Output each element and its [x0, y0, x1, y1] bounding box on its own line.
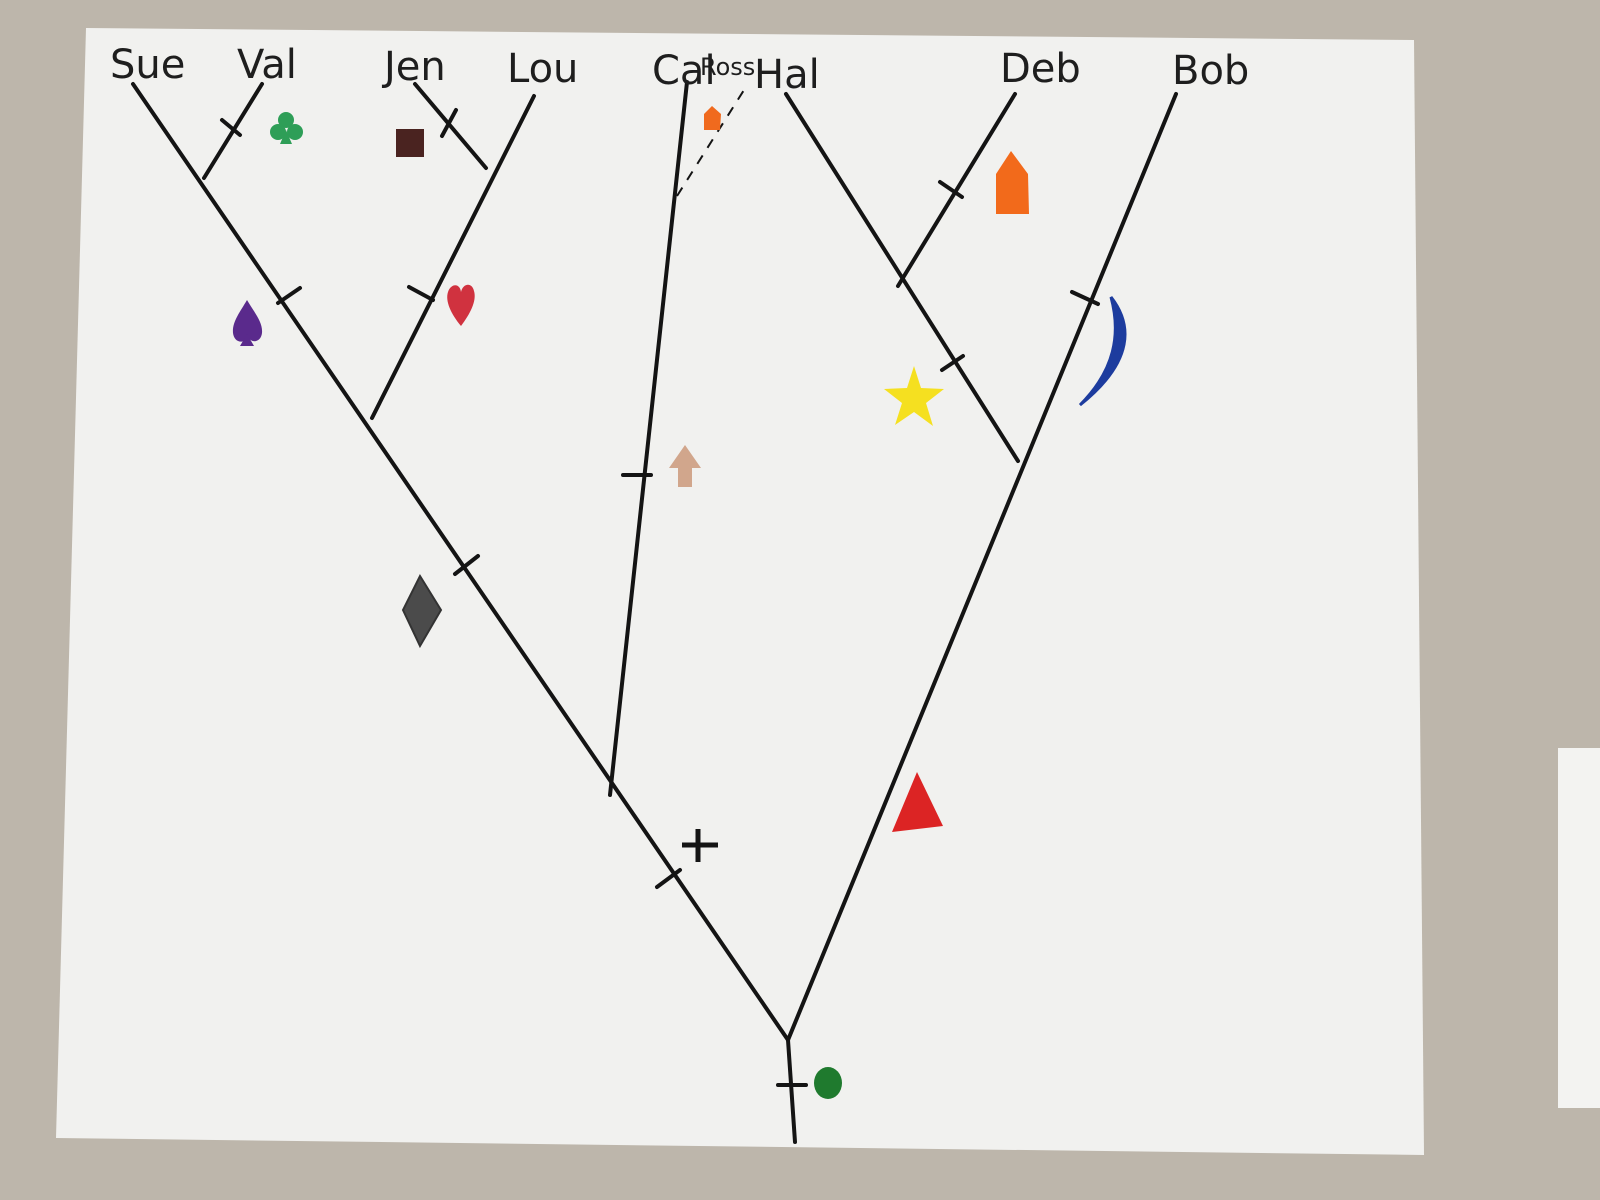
branch-to-lou [370, 94, 536, 420]
wall-paper-edge [1558, 748, 1600, 1108]
tick-star-branch [940, 354, 965, 372]
paper-sheet [56, 28, 1424, 1155]
tick-heart-branch [407, 285, 435, 302]
branch-to-jen [413, 82, 488, 170]
plus-sign-icon [682, 829, 718, 862]
red-triangle-icon [892, 772, 943, 832]
branch-root-to-sue [131, 82, 790, 1042]
tree-branches [131, 80, 1178, 1144]
gray-diamond-icon [401, 573, 443, 649]
leaf-label-lou: Lou [507, 46, 578, 92]
tick-square-branch [440, 108, 458, 138]
tick-spade-branch [276, 286, 302, 305]
branch-to-cal [608, 80, 689, 797]
leaf-label-val: Val [237, 42, 297, 88]
leaf-label-ross: Ross [700, 53, 755, 81]
leaf-label-cal: Cal [652, 48, 716, 94]
small-orange-house-icon [704, 106, 721, 130]
tan-arrow-icon [669, 445, 701, 487]
orange-house-icon [996, 151, 1029, 214]
purple-spade-icon [232, 300, 263, 346]
leaf-label-sue: Sue [110, 42, 185, 88]
tick-plus-branch [655, 868, 682, 889]
branch-to-deb [896, 92, 1017, 288]
green-club-icon [270, 112, 303, 144]
leaf-label-bob: Bob [1172, 48, 1249, 94]
leaf-label-hal: Hal [754, 52, 820, 98]
blue-crescent-icon [1078, 296, 1127, 407]
leaf-label-deb: Deb [1000, 46, 1081, 92]
yellow-star-icon [884, 366, 944, 426]
tick-diamond-branch [453, 554, 480, 576]
branch-root-to-bob [786, 92, 1178, 1042]
green-circle-icon [814, 1067, 842, 1099]
leaf-label-jen: Jen [381, 44, 446, 90]
trait-ticks [220, 108, 1100, 1087]
tick-club-branch [220, 118, 242, 137]
tick-house-branch [938, 180, 964, 199]
red-heart-icon [447, 284, 475, 326]
root-branch [786, 1038, 797, 1144]
tick-crescent-branch [1070, 290, 1100, 306]
leaf-labels: Sue Val Jen Lou Cal Ross Hal Deb Bob [110, 42, 1249, 98]
branch-to-ross [676, 89, 745, 197]
trait-symbols [232, 106, 1127, 1099]
brown-square-icon [396, 129, 424, 157]
